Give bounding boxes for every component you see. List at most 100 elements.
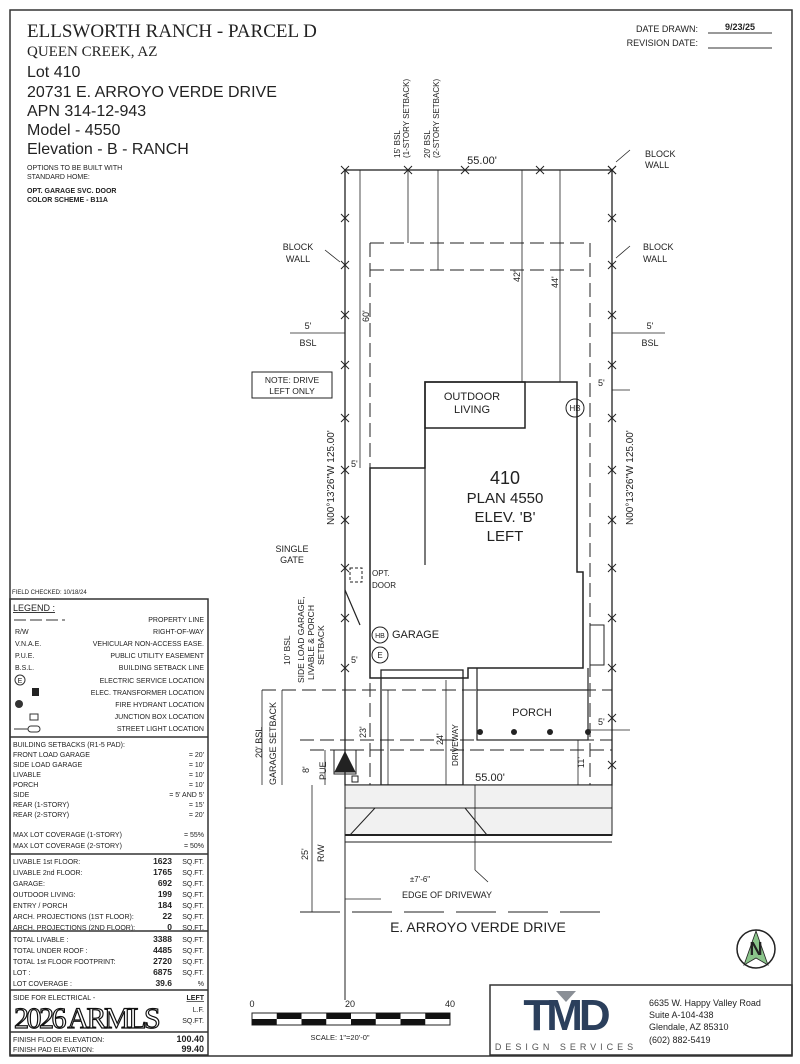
address-line: Suite A-104-438 bbox=[649, 1010, 714, 1020]
wall-mark bbox=[340, 515, 350, 525]
wall-mark bbox=[607, 713, 617, 723]
bsl-label: BSL bbox=[641, 338, 658, 348]
outdoor-living-label: LIVING bbox=[454, 404, 490, 416]
edge-of-driveway-label: EDGE OF DRIVEWAY bbox=[402, 890, 492, 900]
coverage-value: = 50% bbox=[184, 843, 204, 850]
option-item: COLOR SCHEME - B11A bbox=[27, 197, 108, 204]
area-value: 1765 bbox=[153, 867, 172, 877]
elevation-label: FINISH FLOOR ELEVATION: bbox=[13, 1037, 104, 1044]
area-unit: SQ.FT. bbox=[182, 959, 204, 966]
electrical-table: SIDE FOR ELECTRICAL - LEFT L.F. SQ.FT. bbox=[13, 995, 205, 1025]
setback-value: = 15' bbox=[189, 802, 204, 809]
garage-label: GARAGE bbox=[392, 629, 439, 641]
dim-label: 8' bbox=[301, 766, 311, 773]
block-wall-label: WALL bbox=[645, 160, 669, 170]
dim-label: 11' bbox=[576, 757, 586, 768]
side-load-label: LIVABLE & PORCH bbox=[306, 605, 316, 680]
dim-label: 60' bbox=[361, 310, 371, 322]
opt-door-label: OPT. bbox=[372, 569, 390, 578]
wall-mark bbox=[535, 165, 545, 175]
site-plan bbox=[251, 149, 665, 1000]
dim-label: 23' bbox=[358, 726, 368, 738]
plan-name: PLAN 4550 bbox=[467, 490, 544, 507]
wall-mark bbox=[340, 465, 350, 475]
elevation-value: 99.40 bbox=[181, 1044, 204, 1054]
area-value: 1623 bbox=[153, 856, 172, 866]
area-unit: SQ.FT. bbox=[182, 970, 204, 977]
area-value: 692 bbox=[158, 878, 172, 888]
electric-service-icon bbox=[371, 646, 389, 664]
setbacks-title: BUILDING SETBACKS (R1-5 PAD): bbox=[13, 742, 125, 749]
scale-segment bbox=[375, 1013, 401, 1019]
scale-segment bbox=[252, 1019, 277, 1025]
area-label: OUTDOOR LIVING: bbox=[13, 892, 76, 899]
coverage-label: MAX LOT COVERAGE (2-STORY) bbox=[13, 843, 122, 850]
area-label: ARCH. PROJECTIONS (2ND FLOOR): bbox=[13, 925, 135, 932]
wall-mark bbox=[340, 413, 350, 423]
area-label: TOTAL 1st FLOOR FOOTPRINT: bbox=[13, 959, 116, 966]
scale-segment bbox=[276, 1013, 302, 1019]
legend-title: LEGEND : bbox=[13, 603, 55, 613]
right-bearing: N00°13'26"W 125.00' bbox=[625, 430, 636, 525]
area-value: 4485 bbox=[153, 945, 172, 955]
area-label: LIVABLE 2nd FLOOR: bbox=[13, 870, 83, 877]
area-label: ENTRY / PORCH bbox=[13, 903, 68, 910]
scale-bar: 0 20 40 SCALE: 1"=20'-0" bbox=[249, 999, 455, 1042]
address-line: 6635 W. Happy Valley Road bbox=[649, 998, 761, 1008]
area-label: ARCH. PROJECTIONS (1ST FLOOR): bbox=[13, 914, 134, 921]
hose-bib-label: HB bbox=[375, 633, 385, 640]
rear-setback-label: 15' BSL bbox=[393, 130, 402, 158]
electrical-value: LEFT bbox=[187, 995, 205, 1002]
setback-value: = 10' bbox=[189, 772, 204, 779]
area-label: LOT : bbox=[13, 970, 30, 977]
legend-label: RIGHT-OF-WAY bbox=[153, 629, 204, 636]
dim-label: 5' bbox=[305, 321, 312, 331]
area-value: 39.6 bbox=[155, 978, 172, 988]
setback-label: LIVABLE bbox=[13, 772, 41, 779]
bottom-width: 55.00' bbox=[475, 772, 505, 784]
drive-note: NOTE: DRIVE bbox=[265, 375, 320, 385]
electric-label: E bbox=[377, 651, 382, 660]
logo-tagline: DESIGN SERVICES bbox=[495, 1042, 637, 1052]
phone: (602) 882-5419 bbox=[649, 1035, 711, 1045]
area-value: 6875 bbox=[153, 967, 172, 977]
wall-mark bbox=[607, 563, 617, 573]
address-line: Glendale, AZ 85310 bbox=[649, 1022, 729, 1032]
option-item: OPT. GARAGE SVC. DOOR bbox=[27, 188, 116, 195]
property-line bbox=[344, 169, 613, 786]
top-width: 55.00' bbox=[467, 155, 497, 167]
legend-label: JUNCTION BOX LOCATION bbox=[115, 714, 204, 721]
area-label: TOTAL LIVABLE : bbox=[13, 937, 68, 944]
side-load-label: 10' BSL bbox=[282, 635, 292, 665]
area-label: GARAGE: bbox=[13, 881, 45, 888]
transformer-icon bbox=[334, 750, 356, 773]
single-gate-label: SINGLE bbox=[275, 544, 308, 554]
wall-mark bbox=[607, 663, 617, 673]
block-wall-label: WALL bbox=[286, 254, 310, 264]
dim-label: 5' bbox=[647, 321, 654, 331]
lot: Lot 410 bbox=[27, 64, 80, 81]
area-unit: SQ.FT. bbox=[182, 870, 204, 877]
wall-mark bbox=[340, 563, 350, 573]
area-unit: SQ.FT. bbox=[182, 925, 204, 932]
coverage-value: = 55% bbox=[184, 832, 204, 839]
area-label: LOT COVERAGE : bbox=[13, 981, 72, 988]
legend-label: PUBLIC UTILITY EASEMENT bbox=[110, 653, 204, 660]
wall-mark bbox=[607, 310, 617, 320]
area-value: 22 bbox=[163, 911, 173, 921]
ac-pads bbox=[589, 624, 605, 666]
garage-setback-label: GARAGE SETBACK bbox=[268, 702, 278, 785]
garage-setback-label: 20' BSL bbox=[254, 727, 264, 758]
wall-mark bbox=[607, 760, 617, 770]
legend-label: VEHICULAR NON-ACCESS EASE. bbox=[93, 641, 204, 648]
bsl-label: BSL bbox=[299, 338, 316, 348]
area-value: 199 bbox=[158, 889, 172, 899]
area-unit: SQ.FT. bbox=[182, 903, 204, 910]
legend-symbol: B.S.L. bbox=[15, 665, 34, 672]
junction-box-icon bbox=[29, 713, 39, 721]
dim-label: 5' bbox=[598, 378, 605, 388]
city: QUEEN CREEK, AZ bbox=[27, 44, 157, 60]
porch-label: PORCH bbox=[512, 707, 552, 719]
